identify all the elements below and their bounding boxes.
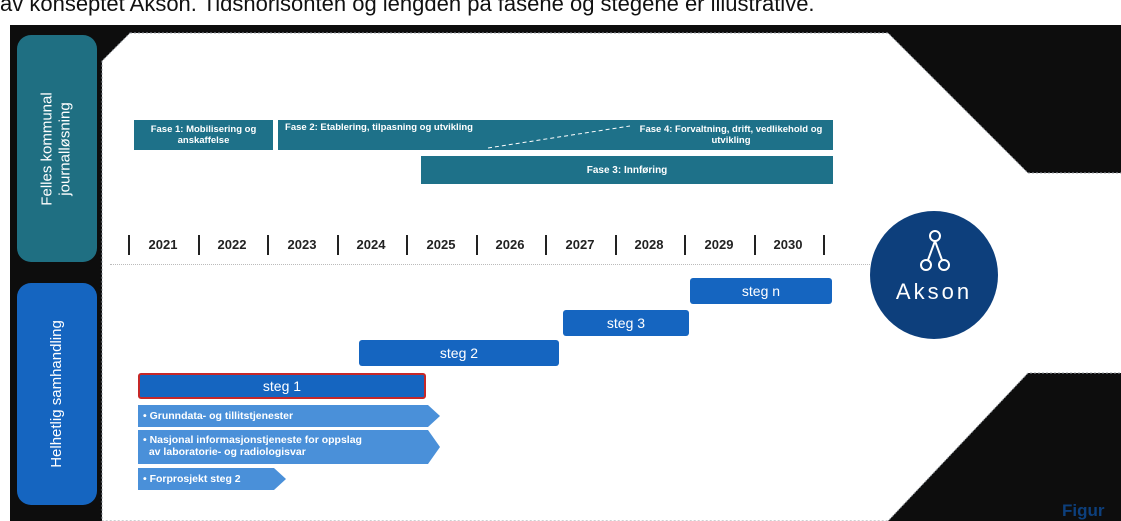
year-tick [267,235,269,255]
step-n-bar: steg n [690,278,832,304]
figure-caption: av konseptet Akson. Tidshorisonten og le… [0,0,815,16]
year-label: 2025 [426,237,456,252]
year-tick [684,235,686,255]
year-tick [337,235,339,255]
year-tick [476,235,478,255]
phase-2-4-bar: Fase 2: Etablering, tilpasning og utvikl… [278,120,833,150]
arrow-background [101,32,1121,521]
sub-item-grunndata-shape [138,405,440,427]
phase-2-label: Fase 2: Etablering, tilpasning og utvikl… [285,122,473,133]
sub-item-forprosjekt-text: • Forprosjekt steg 2 [143,473,241,485]
sub-item-forprosjekt: • Forprosjekt steg 2 [138,468,286,490]
row-label-samhandling-text: Helhetlig samhandling [48,320,65,468]
phase-3-label: Fase 3: Innføring [586,164,668,176]
year-tick [406,235,408,255]
year-label: 2024 [356,237,386,252]
row-label-journal: Felles kommunal journalløsning [17,35,97,262]
year-label: 2022 [217,237,247,252]
sub-item-grunndata: • Grunndata- og tillitstjenester [138,405,440,427]
phase-3-bar: Fase 3: Innføring [421,156,833,184]
sub-item-nasjonal-text: • Nasjonal informasjonstjeneste for opps… [143,434,362,458]
sub-item-forprosjekt-shape [138,468,286,490]
sub-item-nasjonal: • Nasjonal informasjonstjeneste for opps… [138,430,440,464]
year-label: 2030 [773,237,803,252]
year-tick [128,235,130,255]
row-label-samhandling: Helhetlig samhandling [17,283,97,505]
step-3-bar: steg 3 [563,310,689,336]
phase-1-label: Fase 1: Mobilisering og anskaffelse [150,124,257,146]
row-label-journal-text: Felles kommunal journalløsning [39,91,74,206]
year-label: 2028 [634,237,664,252]
roadmap-slide: Felles kommunal journalløsning Helhetlig… [10,25,1121,521]
akson-name: Akson [895,279,973,304]
year-label: 2023 [287,237,317,252]
akson-badge: Akson [870,211,998,339]
year-label: 2021 [148,237,178,252]
phase-1-bar: Fase 1: Mobilisering og anskaffelse [134,120,273,150]
year-tick [754,235,756,255]
year-tick [198,235,200,255]
step-2-bar: steg 2 [359,340,559,366]
year-label: 2029 [704,237,734,252]
year-label: 2027 [565,237,595,252]
figure-label: Figur [1062,501,1105,520]
year-tick [545,235,547,255]
timeline-rule [110,264,870,265]
sub-item-grunndata-text: • Grunndata- og tillitstjenester [143,410,294,422]
step-1-bar: steg 1 [138,373,426,399]
phase-divider-line [487,125,631,149]
year-label: 2026 [495,237,525,252]
sub-item-nasjonal-shape [138,430,440,464]
phase-4-label: Fase 4: Forvaltning, drift, vedlikehold … [639,124,823,146]
year-axis: 2021 2022 2023 2024 2025 2026 2027 2028 2029 2030 [128,235,850,259]
year-tick [823,235,825,255]
akson-logo-icon [920,230,950,271]
year-tick [615,235,617,255]
